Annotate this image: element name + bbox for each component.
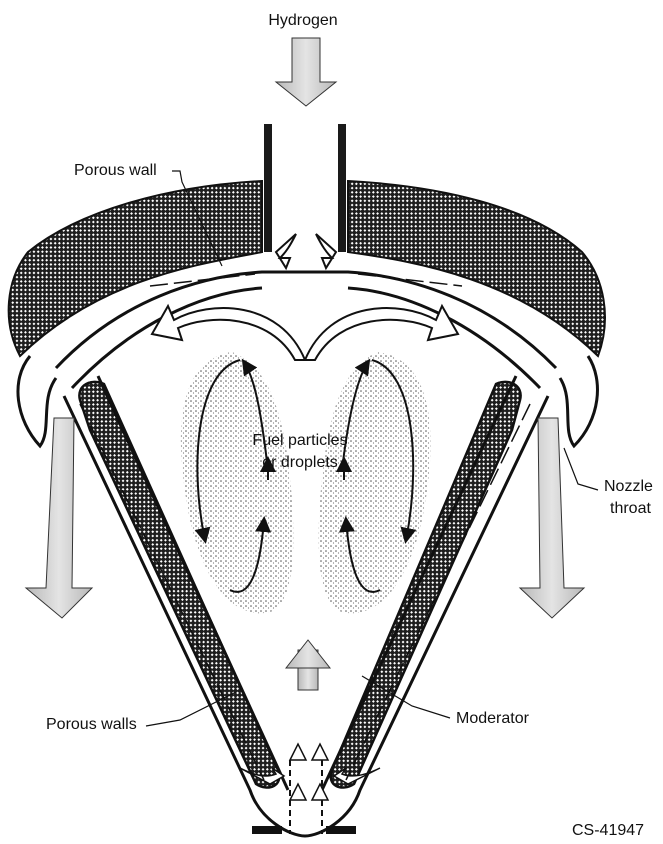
fuel-particles-label-line1: Fuel particles	[230, 432, 370, 450]
hydrogen-label: Hydrogen	[262, 12, 344, 30]
nozzle-label-line1: Nozzle	[604, 478, 653, 496]
hydrogen-inlet-arrow	[276, 38, 336, 106]
porous-wall-label: Porous wall	[74, 162, 157, 180]
figure-id-label: CS-41947	[572, 822, 644, 840]
porous-walls-label: Porous walls	[46, 716, 137, 734]
cavity-wall	[56, 272, 556, 388]
nozzle-label-line2: throat	[610, 500, 651, 518]
fuel-region	[181, 352, 431, 613]
moderator-label: Moderator	[456, 710, 529, 728]
fuel-particles-label-line2: or droplets	[230, 454, 370, 472]
inlet-pipe	[264, 124, 346, 252]
center-up-arrow	[286, 640, 330, 690]
